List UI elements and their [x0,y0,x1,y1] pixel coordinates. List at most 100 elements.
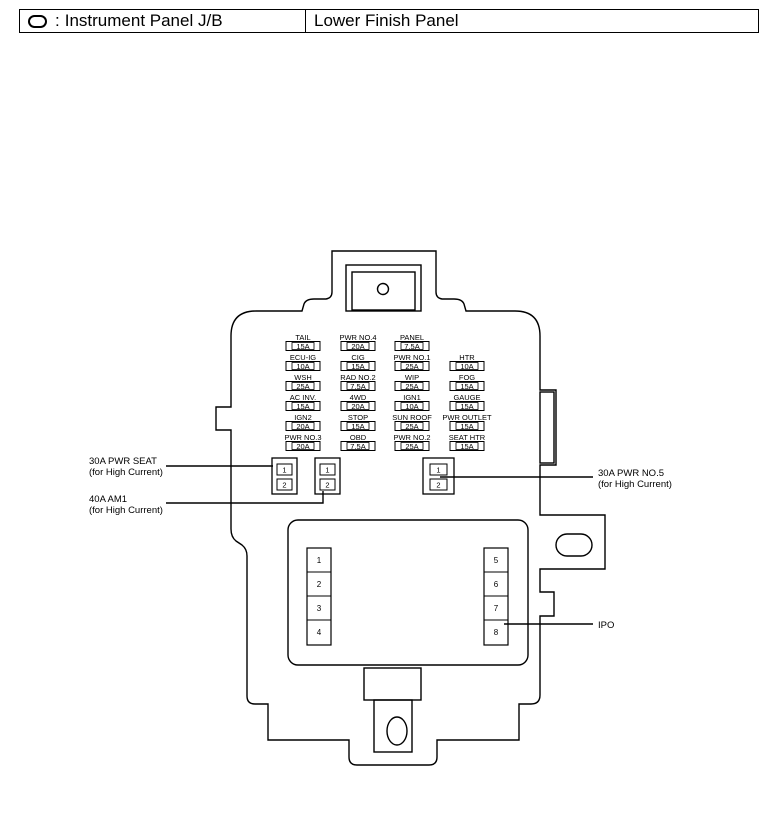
fuse-rating-box [291,342,315,350]
fuse-rating-box [346,442,370,450]
top-tab [345,264,422,312]
fuse-rating-box [400,382,424,390]
fuse-rating-box [291,362,315,370]
fuse-name: FOG [459,373,475,382]
fuse-amperage: 7.5A [350,382,365,391]
fuse-amperage: 7.5A [350,442,365,451]
top-tab-hole [376,282,390,296]
fuse-body [394,441,430,451]
fuse-amperage: 20A [296,422,309,431]
fuse-body [285,401,321,411]
fuse-amperage: 20A [296,442,309,451]
relay-pin-label: 1 [325,466,329,475]
relay-pin-label: 1 [282,466,286,475]
fuse-amperage: 25A [405,442,418,451]
oval-icon [28,14,47,28]
fuse-body [285,421,321,431]
fuse-name: OBD [350,433,367,442]
fuse-rating-box [291,402,315,410]
fuse-rating-box [400,402,424,410]
fuse-body [394,341,430,351]
fuse-name: PWR NO.4 [339,333,376,342]
fuse-rating-box [400,442,424,450]
fuse-amperage: 25A [405,382,418,391]
legend-header: : Instrument Panel J/B Lower Finish Pane… [19,9,759,33]
bottom-latch [363,667,422,701]
side-bracket [539,391,555,464]
fuse-body [449,361,485,371]
relay-pwr-no5: 1 2 [422,457,455,495]
callout-am1-line1: 40A AM1 [89,494,127,505]
fuse-rating-box [346,382,370,390]
fuse-rating-box [400,342,424,350]
callout-pwr-no5-line1: 30A PWR NO.5 [598,468,664,479]
fuse-rating-box [291,382,315,390]
fuse-body [285,441,321,451]
fuse-amperage: 15A [351,362,364,371]
fuse-body [285,341,321,351]
connector-pin-label: 5 [494,556,499,565]
fuse-rating-box [455,442,479,450]
callout-pwr-seat-line1: 30A PWR SEAT [89,456,157,467]
relay-am1: 1 2 [314,457,341,495]
fuse-rating-box [400,362,424,370]
inner-panel [287,519,529,666]
fuse-rating-box [455,362,479,370]
fuse-rating-box [455,422,479,430]
junction-block-housing [215,250,606,766]
fuse-amperage: 15A [460,442,473,451]
fuse-body [340,341,376,351]
fuse-amperage: 15A [351,422,364,431]
fuse-rating-box [291,442,315,450]
fuse-amperage: 25A [405,422,418,431]
fuse-body [449,381,485,391]
relay-pin-label: 2 [436,481,440,490]
fuse-name: WSH [294,373,312,382]
relay-pin-label: 2 [325,481,329,490]
fuse-amperage: 20A [351,402,364,411]
legend-cell-location: Lower Finish Panel [306,10,459,32]
fuse-amperage: 15A [296,402,309,411]
fuse-name: HTR [459,353,475,362]
fuse-name: RAD NO.2 [340,373,375,382]
location-name: Lower Finish Panel [314,11,459,30]
fuse-name: PWR NO.1 [393,353,430,362]
fuse-name: SUN ROOF [392,413,432,422]
connector-pin-label: 2 [317,580,322,589]
fuse: RAD NO.27.5A [340,373,376,391]
fuse-rating-box [346,362,370,370]
fuse-body [285,361,321,371]
fuse-rating-box [346,402,370,410]
fuse-name: IGN2 [294,413,312,422]
fuse-name: CIG [351,353,365,362]
fuse-body [340,381,376,391]
fuse-name: STOP [348,413,368,422]
fuse-name: GAUGE [453,393,480,402]
fuse-rating-box [346,422,370,430]
fuse-body [394,381,430,391]
fuse-body [340,441,376,451]
leader-am1 [166,491,324,504]
fuse-body [340,401,376,411]
fuse-amperage: 10A [460,362,473,371]
connector-pin-label: 1 [317,556,322,565]
callout-ipo: IPO [598,620,614,631]
fuse-name: AC INV. [290,393,316,402]
connector-right-column: 5 6 7 8 [483,547,509,646]
fuse-name: ECU-IG [290,353,316,362]
legend-cell-junction-block: : Instrument Panel J/B [20,10,306,32]
